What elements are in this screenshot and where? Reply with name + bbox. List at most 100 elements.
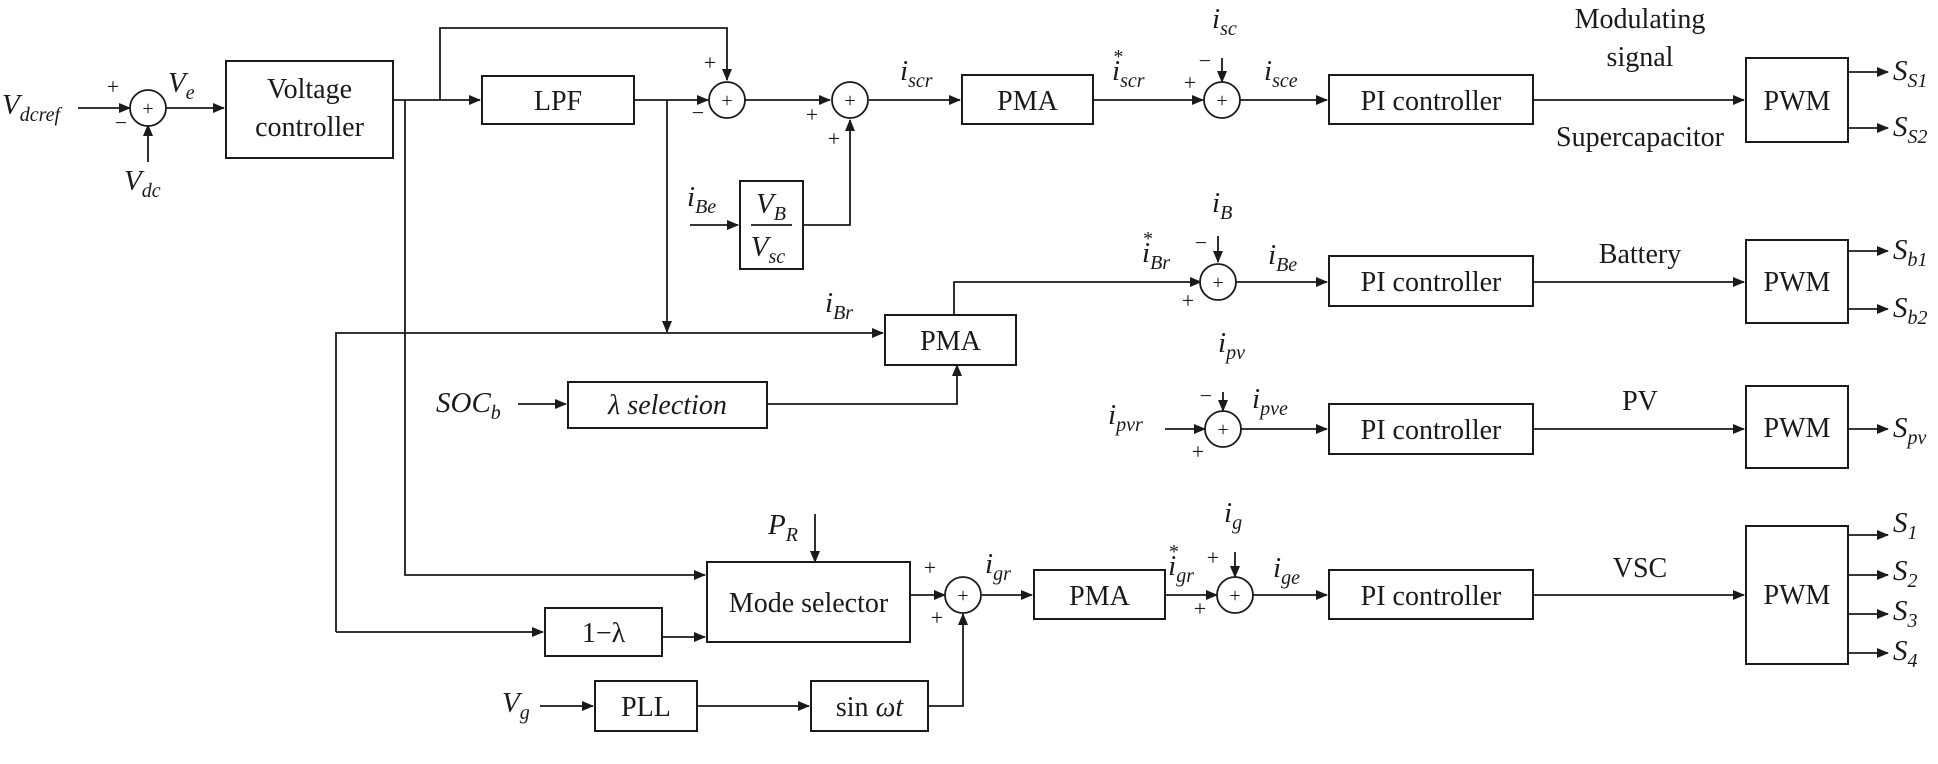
mode-selector-block: Mode selector [706,561,911,643]
output-s2: S2 [1893,555,1918,592]
output-s3: S3 [1893,595,1918,632]
signal-vdcref: Vdcref [2,89,63,126]
svg-text:sin ωt: sin ωt [836,692,904,723]
pi-controller-block-2: PI controller [1328,255,1534,307]
signal-ipve: ipve [1252,383,1288,420]
wire-ibr [335,328,884,632]
output-spv: Spv [1893,412,1927,449]
one-minus-lambda-block: 1−λ [544,607,663,657]
sin-wt-block: sin ωt [810,680,929,732]
svg-text:PWM: PWM [1764,267,1831,298]
connections [78,27,1889,711]
wire-vc-mode [404,100,706,580]
svg-text:PWM: PWM [1764,86,1831,117]
signal-igr-star: igr* [1168,541,1194,587]
pma-block-2: PMA [884,314,1017,366]
output-s1: S1 [1893,507,1918,544]
ratio-block: VB Vsc [739,180,804,270]
svg-text:PWM: PWM [1764,580,1831,611]
pwm-block-4: PWM [1745,525,1849,665]
voltage-controller-block: Voltage controller [225,60,394,159]
svg-text:PLL: PLL [621,692,671,723]
sign-ibr-star: + [1182,288,1194,313]
wire-vc-bypass [439,27,732,100]
sum-junction-4: + + − [1184,48,1241,119]
svg-text:PI controller: PI controller [1361,581,1502,612]
svg-text:+: + [1216,90,1227,112]
svg-text:+: + [1212,272,1223,294]
svg-text:PI controller: PI controller [1361,86,1502,117]
label-modulating-1: Modulating [1575,4,1706,35]
label-modulating-2: signal [1607,42,1674,73]
svg-text:+: + [844,90,855,112]
sign-bypass: + [704,50,716,75]
sign-vdc: − [115,110,127,135]
sum-junction-8: + + + [1194,545,1254,621]
pwm-block-2: PWM [1745,239,1849,324]
signal-ipvr: ipvr [1108,399,1143,436]
svg-text:VB: VB [756,188,786,225]
svg-text:controller: controller [255,112,365,143]
sign-sum3-left: + [806,102,818,127]
wire-ratio-sum3 [803,119,855,226]
svg-text:LPF: LPF [534,86,582,117]
signal-isc: isc [1212,3,1237,40]
svg-text:+: + [721,90,732,112]
sign-igr-star: + [1194,596,1206,621]
signal-isce: isce [1264,55,1298,92]
sum-junction-5: + − + [1182,230,1237,313]
svg-text:PMA: PMA [920,326,981,357]
signal-ige: ige [1273,552,1300,589]
sign-sum3-bottom: + [828,126,840,151]
sum-junction-3: + + + [806,81,869,151]
sign-ig: + [1207,545,1219,570]
svg-text:+: + [957,585,968,607]
pma-block-1: PMA [961,74,1094,125]
pwm-block-3: PWM [1745,385,1849,469]
output-s4: S4 [1893,635,1918,672]
pll-block: PLL [594,680,698,732]
output-labels: SS1 SS2 Sb1 Sb2 Spv S1 S2 S3 S4 [1893,55,1928,672]
output-sb2: Sb2 [1893,292,1928,329]
signal-ib: iB [1212,187,1232,224]
sign-ib: − [1195,230,1207,255]
sum-junction-7: + + + [924,555,982,630]
signal-pr: PR [767,509,798,546]
sign-vdcref: + [107,74,119,99]
pi-controller-block-3: PI controller [1328,403,1534,455]
signal-socb: SOCb [436,387,501,424]
label-vsc: VSC [1613,553,1667,584]
signal-ig: ig [1224,497,1242,534]
signal-ibe: iBe [1268,239,1297,276]
svg-text:+: + [1229,585,1240,607]
svg-text:PI controller: PI controller [1361,415,1502,446]
lambda-selection-block: λ selection [567,381,768,429]
svg-text:Vsc: Vsc [751,231,786,268]
svg-text:1−λ: 1−λ [582,618,626,649]
pma-block-3: PMA [1033,569,1166,620]
pwm-block-1: PWM [1745,57,1849,143]
output-ss1: SS1 [1893,55,1928,92]
label-battery: Battery [1599,239,1681,270]
signal-ibr-star: iBr* [1142,228,1170,274]
svg-text:+: + [1217,419,1228,441]
sign-sin: + [931,605,943,630]
wire-lambda-pma2 [767,364,962,405]
sign-ipvr: + [1192,439,1204,464]
sum-junction-1: + + − [107,74,167,135]
label-pv: PV [1622,386,1658,417]
svg-text:Mode selector: Mode selector [729,588,889,619]
svg-text:+: + [142,98,153,120]
sum-junction-6: + − + [1192,383,1242,464]
output-sb1: Sb1 [1893,234,1928,271]
label-supercapacitor: Supercapacitor [1556,122,1725,153]
sign-isc: − [1199,48,1211,73]
signal-vg: Vg [502,687,530,724]
signal-labels: Vdcref Ve Vdc iscr iscr* isc isce iBe iB… [2,3,1300,724]
signal-ibe-input: iBe [687,181,716,218]
sum-junction-2: + + − [692,50,746,125]
signal-ipv: ipv [1218,327,1245,364]
pi-controller-block-4: PI controller [1328,569,1534,620]
